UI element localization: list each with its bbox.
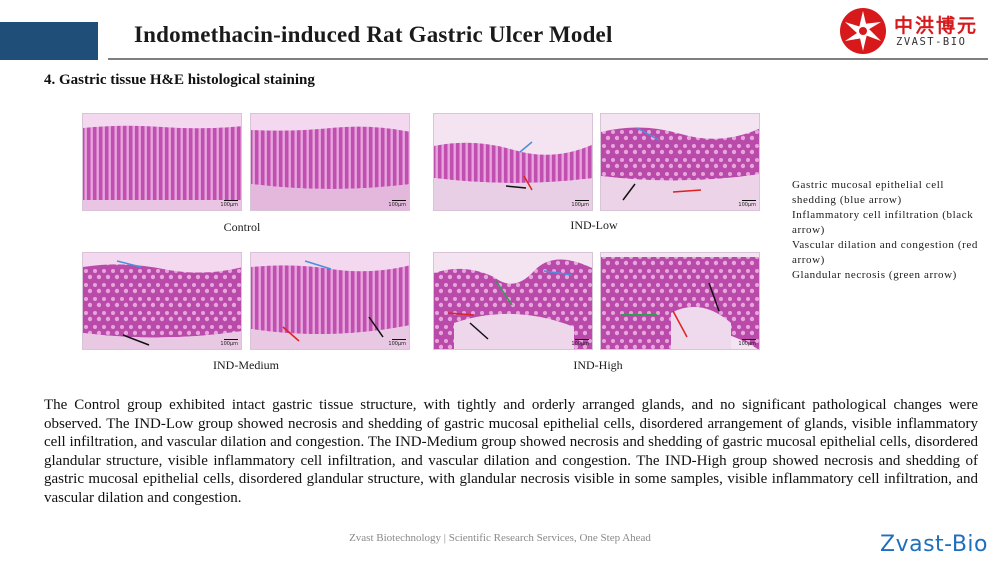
micrograph-ind-low-1: 100μm — [433, 113, 593, 211]
scale-bar: 100μm — [738, 200, 756, 208]
micrograph-ind-high-1: 100μm — [433, 252, 593, 350]
scale-bar: 100μm — [388, 200, 406, 208]
micrograph-ind-high-2: 100μm — [600, 252, 760, 350]
micrograph-control-2: 100μm — [250, 113, 410, 211]
footer-brand: Zvast-Bio — [880, 532, 988, 557]
legend-blue-arrow: Gastric mucosal epithelial cell shedding… — [792, 179, 945, 206]
scale-bar: 100μm — [738, 339, 756, 347]
group-label-ind-high: IND-High — [573, 358, 623, 372]
micrograph-ind-medium-1: 100μm — [82, 252, 242, 350]
micrograph-ind-medium-2: 100μm — [250, 252, 410, 350]
results-description: The Control group exhibited intact gastr… — [44, 397, 978, 506]
scale-bar: 100μm — [571, 200, 589, 208]
group-label-control: Control — [223, 220, 261, 234]
page-title: Indomethacin-induced Rat Gastric Ulcer M… — [134, 22, 613, 47]
logo-english-text: ZVAST-BIO — [896, 36, 967, 48]
arrow-legend: Gastric mucosal epithelial cell shedding… — [792, 178, 987, 283]
scale-bar: 100μm — [388, 339, 406, 347]
legend-black-arrow: Inflammatory cell infiltration (black ar… — [792, 209, 974, 236]
scale-bar: 100μm — [220, 200, 238, 208]
scale-bar: 100μm — [571, 339, 589, 347]
section-heading: 4. Gastric tissue H&E histological stain… — [44, 72, 315, 88]
legend-red-arrow: Vascular dilation and congestion (red ar… — [792, 239, 978, 266]
micrograph-control-1: 100μm — [82, 113, 242, 211]
legend-green-arrow: Glandular necrosis (green arrow) — [792, 269, 957, 281]
zvast-logo-icon — [840, 8, 886, 54]
footer-text: Zvast Biotechnology | Scientific Researc… — [349, 532, 651, 544]
title-divider — [108, 58, 988, 60]
group-label-ind-low: IND-Low — [570, 218, 618, 232]
group-label-ind-medium: IND-Medium — [213, 358, 279, 372]
company-logo: 中洪博元 ZVAST-BIO — [838, 6, 998, 56]
logo-chinese-text: 中洪博元 — [894, 15, 979, 37]
header-accent-bar — [0, 22, 98, 60]
scale-bar: 100μm — [220, 339, 238, 347]
micrograph-ind-low-2: 100μm — [600, 113, 760, 211]
